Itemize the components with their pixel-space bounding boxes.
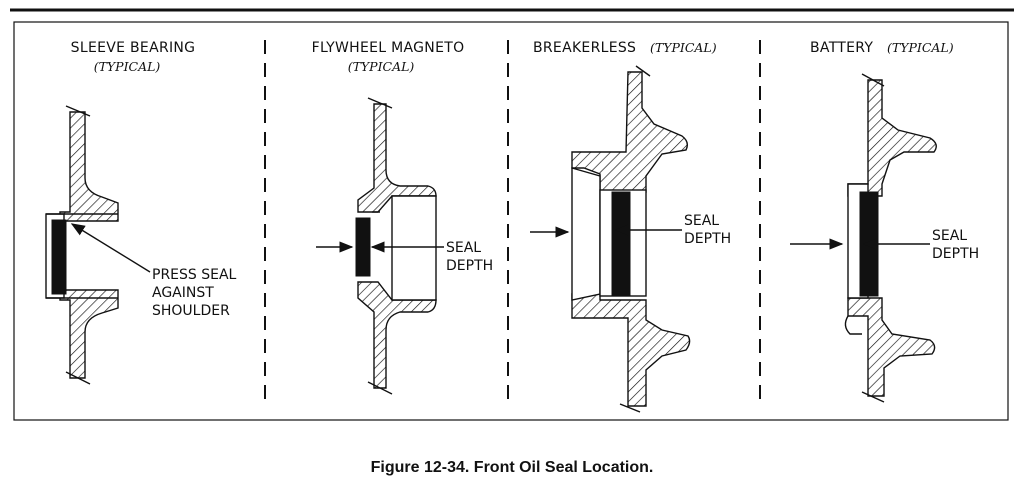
flywheel-seal-label-2: DEPTH [446, 258, 493, 274]
panel-4-title: BATTERY [810, 40, 873, 56]
panel-1-subtitle: (TYPICAL) [94, 59, 161, 74]
press-seal-label-1: PRESS SEAL [152, 267, 237, 283]
figure-caption: Figure 12-34. Front Oil Seal Location. [371, 459, 654, 476]
panel-3-title: BREAKERLESS [533, 40, 636, 56]
panel-3-subtitle: (TYPICAL) [650, 40, 717, 55]
sleeve-bearing-section [45, 105, 151, 385]
breakerless-section [530, 65, 691, 413]
press-seal-label-2: AGAINST [152, 285, 214, 301]
battery-seal-label-2: DEPTH [932, 246, 979, 262]
panel-4-subtitle: (TYPICAL) [887, 40, 954, 55]
panel-1-title: SLEEVE BEARING [71, 40, 196, 56]
figure-frame [13, 21, 1009, 421]
press-seal-leader [70, 223, 151, 273]
breakerless-seal-label-1: SEAL [684, 213, 719, 229]
press-seal-label-3: SHOULDER [152, 303, 230, 319]
battery-seal-label-1: SEAL [932, 228, 967, 244]
panel-2-subtitle: (TYPICAL) [348, 59, 415, 74]
flywheel-seal-label-1: SEAL [446, 240, 481, 256]
breakerless-seal-label-2: DEPTH [684, 231, 731, 247]
flywheel-magneto-section [316, 97, 444, 395]
panel-2-title: FLYWHEEL MAGNETO [312, 40, 465, 56]
battery-section [790, 73, 937, 403]
